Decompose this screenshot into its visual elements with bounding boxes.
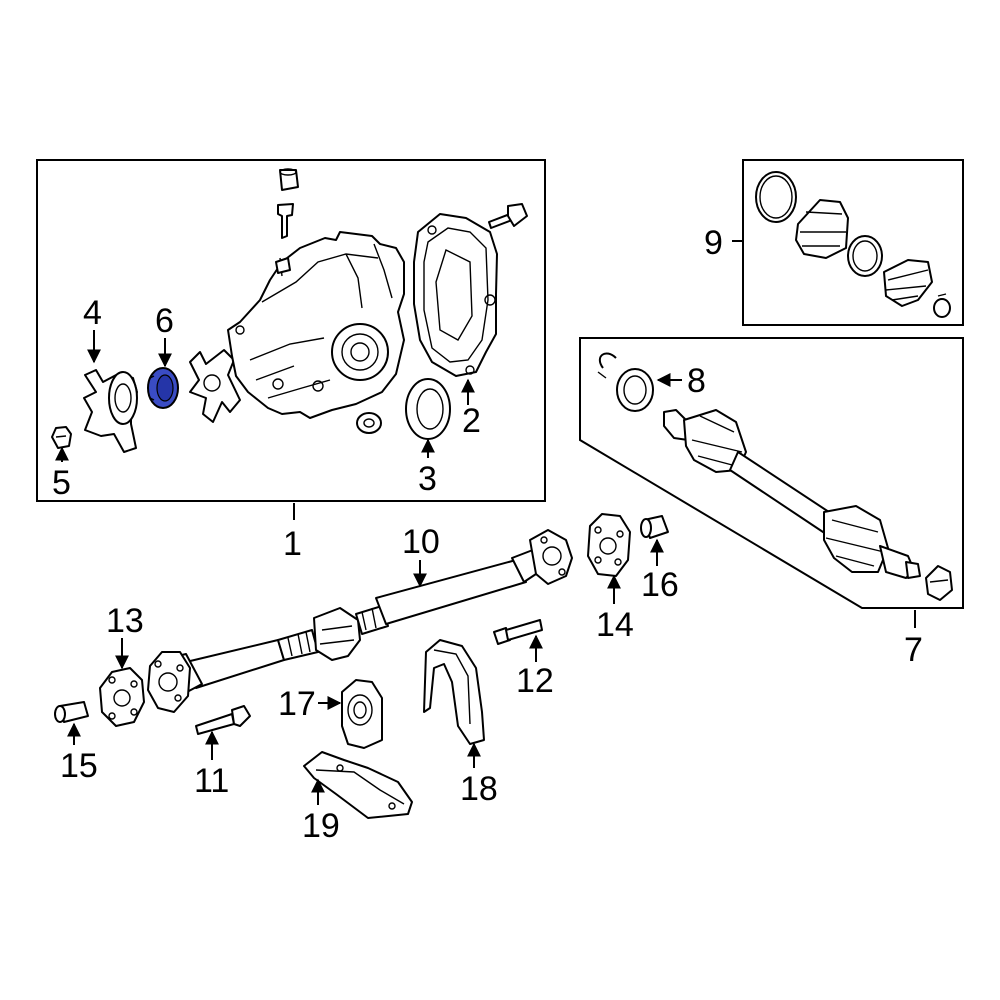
callout-15[interactable]: 15: [60, 747, 98, 785]
callout-4[interactable]: 4: [83, 294, 102, 332]
part-8-seal[interactable]: [616, 368, 654, 412]
part-12-bolt[interactable]: [493, 619, 543, 645]
part-14-flex-disc[interactable]: [587, 513, 631, 577]
part-19-bracket[interactable]: [303, 751, 413, 819]
pinion-flange: [189, 349, 241, 423]
callout-8[interactable]: 8: [687, 362, 706, 400]
part-8-snap-ring[interactable]: [597, 352, 617, 379]
callout-12[interactable]: 12: [516, 662, 554, 700]
callout-13[interactable]: 13: [106, 602, 144, 640]
cover-bolt: [488, 203, 528, 229]
part-7-axle-shaft[interactable]: [663, 409, 953, 601]
part-18-heat-shield[interactable]: [423, 639, 485, 745]
callout-19[interactable]: 19: [302, 807, 340, 845]
callout-18[interactable]: 18: [460, 770, 498, 808]
callout-5[interactable]: 5: [52, 464, 71, 502]
callout-2[interactable]: 2: [462, 402, 481, 440]
part-15-bushing[interactable]: [54, 701, 89, 723]
part-6-seal[interactable]: [147, 367, 179, 409]
part-5-nut[interactable]: [51, 426, 72, 449]
part-11-bolt[interactable]: [195, 705, 251, 735]
leader-lines: [55, 240, 916, 805]
boot-kit[interactable]: [755, 171, 951, 318]
part-10-driveshaft[interactable]: [159, 529, 573, 701]
callout-6[interactable]: 6: [155, 302, 174, 340]
part-13-flex-disc[interactable]: [99, 667, 145, 727]
callout-3[interactable]: 3: [418, 460, 437, 498]
part-4-flange[interactable]: [83, 369, 138, 453]
part-17-center-bearing[interactable]: [341, 679, 383, 749]
axle-shaft-group-frame: [579, 337, 964, 609]
boot-kit-group-frame: [742, 159, 964, 326]
callout-1[interactable]: 1: [283, 525, 302, 563]
front-flex-disc: [147, 651, 191, 713]
part-16-bushing[interactable]: [640, 515, 669, 539]
differential-group-frame: [36, 159, 546, 502]
breather-valve: [277, 203, 294, 239]
breather-cap: [279, 168, 299, 191]
callout-11[interactable]: 11: [194, 762, 229, 800]
callout-16[interactable]: 16: [641, 566, 679, 604]
callout-10[interactable]: 10: [402, 523, 440, 561]
callout-7[interactable]: 7: [904, 631, 923, 669]
part-3-seal-ring[interactable]: [405, 378, 451, 440]
part-2-cover[interactable]: [413, 213, 498, 377]
housing-bushing: [356, 412, 382, 434]
callout-17[interactable]: 17: [278, 685, 316, 723]
callout-14[interactable]: 14: [596, 606, 634, 644]
callout-9[interactable]: 9: [704, 224, 723, 262]
differential-housing: [227, 231, 405, 419]
